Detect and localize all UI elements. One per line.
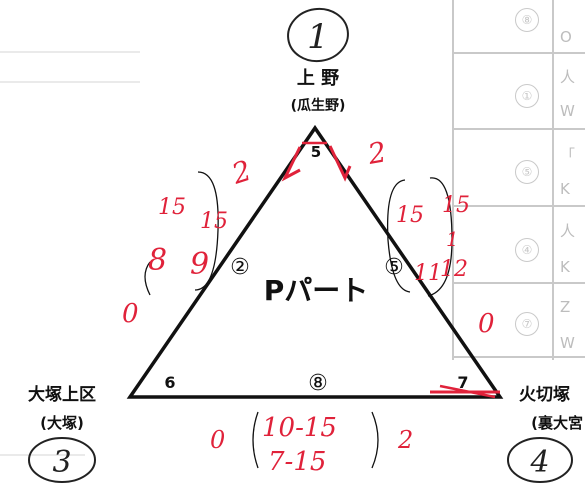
form-circle-number: ⑤ xyxy=(515,160,539,184)
side-number-bottom: ⑧ xyxy=(308,371,328,396)
form-mark: 人 xyxy=(560,222,576,240)
background-form: ⑧ ① ⑤ ④ ⑦ O 人 W 「 K 人 K Z W xyxy=(440,0,585,360)
red-check-right xyxy=(328,145,352,182)
station-number-top: 1 xyxy=(307,17,329,57)
side-number-left: ② xyxy=(230,255,250,280)
form-mark: 人 xyxy=(560,68,576,86)
annotation-right-11: 11 xyxy=(414,261,442,286)
form-circle-number: ① xyxy=(515,84,539,108)
annotation-bottom-row1: 10-15 xyxy=(262,413,337,443)
annotation-left-15b: 15 xyxy=(200,209,228,234)
corner-number-left: 6 xyxy=(164,373,175,392)
route-triangle xyxy=(126,124,504,399)
bracket-bottom-left xyxy=(252,411,259,469)
station-number-right: 4 xyxy=(529,445,549,480)
station-name-right: 火切塚 xyxy=(519,385,570,405)
form-line xyxy=(452,282,585,284)
annotation-right-15b: 15 xyxy=(442,193,470,218)
form-mark: W xyxy=(560,102,575,120)
bracket-bottom-right xyxy=(371,411,379,469)
form-mark: K xyxy=(560,258,570,276)
form-mark: W xyxy=(560,334,575,352)
annotation-bottom-row2: 7-15 xyxy=(268,447,326,477)
part-label: Pパート xyxy=(264,274,369,307)
form-line xyxy=(552,0,554,360)
station-name-left: 大塚上区 xyxy=(28,384,96,405)
annotation-top-left-2: 2 xyxy=(227,154,255,191)
form-line xyxy=(452,205,585,207)
station-sub-right: (裏大宮 xyxy=(531,414,583,432)
form-circle-number: ⑧ xyxy=(515,8,539,32)
form-mark: K xyxy=(560,180,570,198)
form-mark: 「 xyxy=(560,146,576,164)
corner-number-right: 7 xyxy=(457,373,468,392)
annotation-right-12: 12 xyxy=(440,257,468,282)
red-check-left xyxy=(281,146,302,182)
station-name-top: 上 野 xyxy=(297,68,339,89)
annotation-left-9: 9 xyxy=(190,247,209,282)
annotation-left-8: 8 xyxy=(148,243,167,278)
bracket-left-outer xyxy=(144,261,151,296)
annotation-right-1: 1 xyxy=(446,227,459,251)
form-circle-number: ④ xyxy=(515,238,539,262)
station-number-circle-left xyxy=(28,437,96,483)
bracket-left-inner xyxy=(194,171,219,291)
annotation-left-15a: 15 xyxy=(158,195,186,220)
red-corner-mark xyxy=(439,384,496,399)
form-line xyxy=(452,0,454,360)
bracket-right-inner xyxy=(386,179,411,293)
annotation-right-0: 0 xyxy=(478,309,495,339)
annotation-top-right-2: 2 xyxy=(365,135,389,171)
station-sub-left: (大塚) xyxy=(40,414,84,432)
form-line xyxy=(452,356,585,358)
station-number-left: 3 xyxy=(52,445,71,480)
corner-number-top: 5 xyxy=(311,143,321,161)
form-mark: Z xyxy=(560,298,571,316)
form-line xyxy=(452,128,585,130)
side-number-right: ⑤ xyxy=(384,255,404,280)
station-sub-top: (瓜生野) xyxy=(291,97,346,114)
annotation-left-0: 0 xyxy=(122,299,139,329)
annotation-bottom-2: 2 xyxy=(397,426,413,454)
station-number-circle-top xyxy=(287,7,349,63)
station-number-circle-right xyxy=(507,437,573,483)
bracket-right-outer xyxy=(427,177,453,297)
annotation-bottom-0: 0 xyxy=(210,426,225,454)
annotation-right-15a: 15 xyxy=(396,203,424,228)
form-circle-number: ⑦ xyxy=(515,312,539,336)
form-line xyxy=(452,52,585,54)
form-mark: O xyxy=(560,28,572,46)
